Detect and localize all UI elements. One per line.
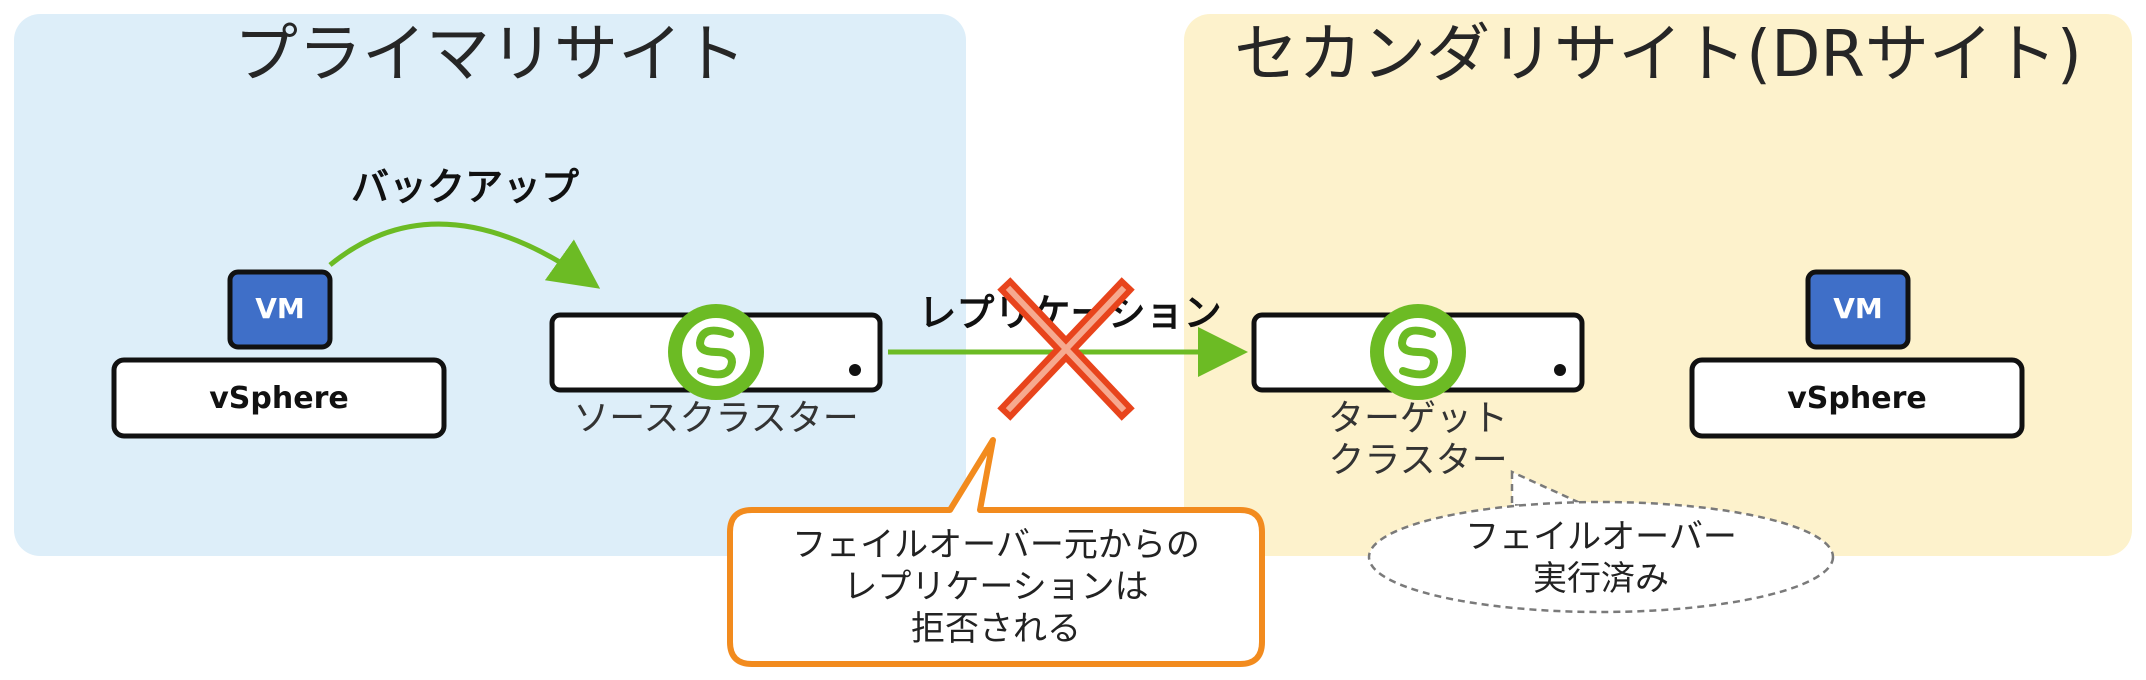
rejected-callout-line1: フェイルオーバー元からの	[792, 525, 1200, 565]
secondary-vsphere-box: vSphere	[1689, 357, 2025, 439]
secondary-vm: VM	[1805, 269, 1911, 350]
source-cluster-caption: ソースクラスター	[573, 398, 858, 439]
primary-vsphere-label: vSphere	[209, 381, 348, 416]
secondary-vsphere-label: vSphere	[1787, 381, 1926, 416]
target-cluster-caption-line2: クラスター	[1328, 440, 1507, 481]
backup-arrow	[328, 221, 601, 289]
primary-site-panel	[14, 14, 966, 556]
rejected-callout-line2: レプリケーションは	[843, 567, 1148, 607]
failover-callout-line2: 実行済み	[1533, 559, 1669, 599]
rejected-callout: フェイルオーバー元からの レプリケーションは 拒否される	[727, 437, 1265, 667]
rejected-callout-line3: 拒否される	[911, 609, 1081, 649]
primary-vm-label: VM	[255, 292, 305, 325]
primary-site-title: プライマリサイト	[234, 18, 746, 92]
secondary-site-panel	[1184, 14, 2132, 556]
failover-callout: フェイルオーバー 実行済み	[1367, 470, 1835, 614]
backup-label: バックアップ	[351, 165, 579, 209]
failover-callout-line1: フェイルオーバー	[1465, 517, 1737, 557]
target-cluster	[1251, 304, 1585, 400]
secondary-site-title: セカンダリサイト(DRサイト)	[1234, 18, 2082, 92]
s-logo-icon-target	[1370, 304, 1466, 400]
cross-icon	[997, 277, 1135, 421]
primary-vm: VM	[227, 269, 333, 350]
replication-label: レプリケーション	[918, 291, 1221, 335]
s-logo-icon	[668, 304, 764, 400]
secondary-vm-label: VM	[1833, 292, 1883, 325]
source-cluster	[549, 304, 883, 400]
primary-vsphere-box: vSphere	[111, 357, 447, 439]
target-cluster-caption-line1: ターゲット	[1328, 398, 1508, 439]
